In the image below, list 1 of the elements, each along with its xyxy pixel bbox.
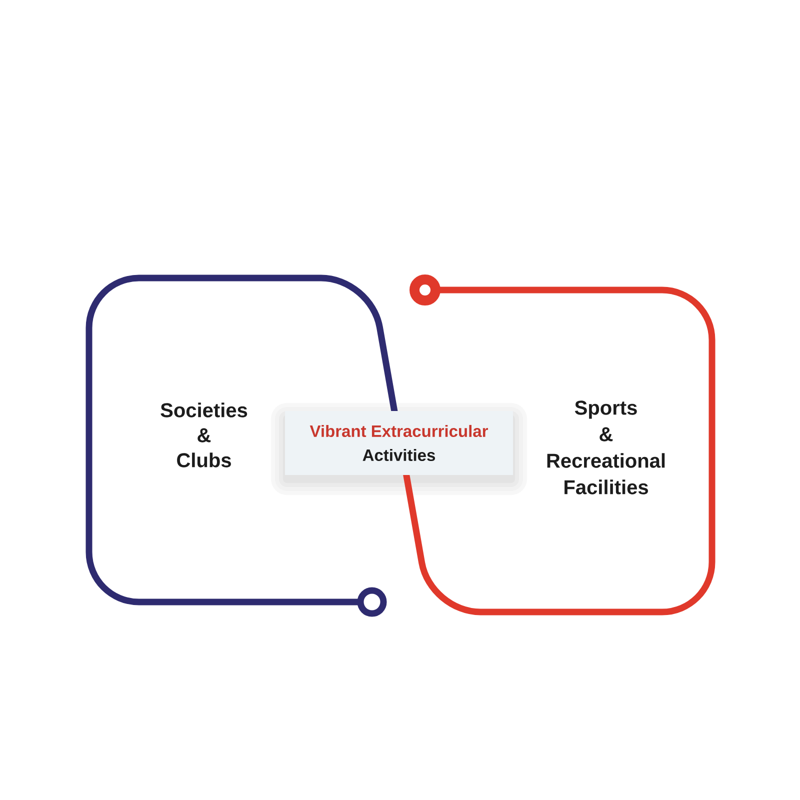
label-panel: Vibrant Extracurricular Activities: [285, 411, 513, 475]
